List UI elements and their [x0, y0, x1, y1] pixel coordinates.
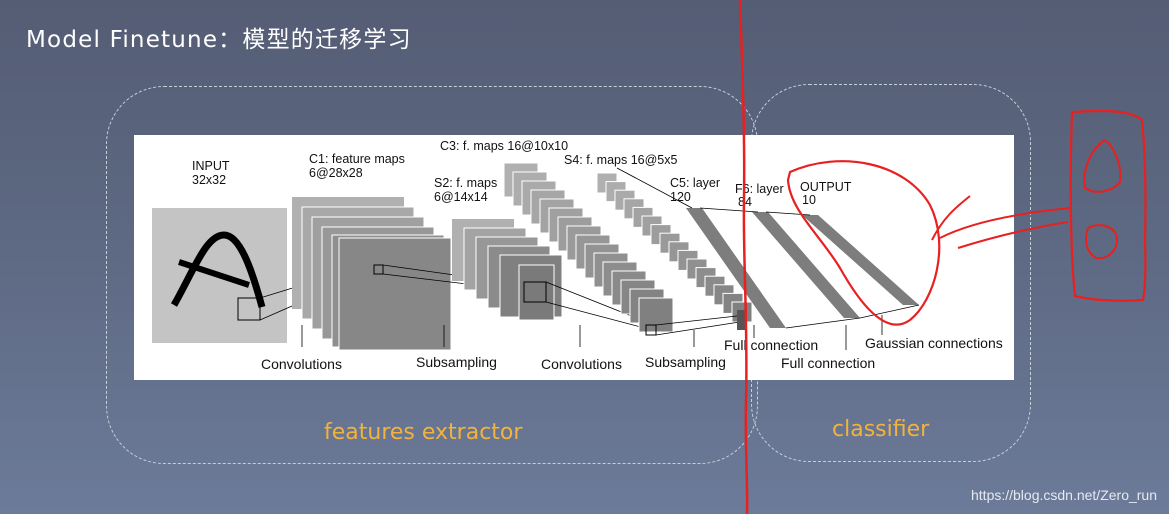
lenet-diagram: INPUT 32x32 C1: feature maps 6@28x28 S2:… [134, 135, 1014, 380]
output-label: OUTPUT [800, 180, 852, 194]
c5-size: 120 [670, 190, 691, 204]
caption-gaussian-connections: Gaussian connections [865, 335, 1003, 351]
classifier-label: classifier [832, 417, 930, 442]
c1-label: C1: feature maps [309, 152, 405, 166]
watermark-url: https://blog.csdn.net/Zero_run [971, 487, 1157, 503]
red-sketch-lower-mark [1085, 224, 1119, 260]
c3-label: C3: f. maps 16@10x10 [440, 139, 568, 153]
sub2-ray-1 [655, 314, 747, 326]
input-glyph-bar [178, 259, 250, 288]
s2-size: 6@14x14 [434, 190, 488, 204]
c5-f6-link-bottom [785, 317, 861, 329]
features-extractor-label: features extractor [324, 420, 523, 445]
caption-convolutions-2: Convolutions [541, 356, 622, 372]
red-sketch-upper-mark [1083, 138, 1122, 193]
s2-label: S2: f. maps [434, 176, 497, 190]
output-size: 10 [802, 193, 816, 207]
conv2-ray-2 [545, 301, 653, 331]
s4-label: S4: f. maps 16@5x5 [564, 153, 677, 167]
caption-full-connection-2: Full connection [781, 355, 875, 371]
c1-size: 6@28x28 [309, 166, 363, 180]
caption-subsampling-1: Subsampling [416, 354, 497, 370]
f6-out-link-bottom [859, 304, 920, 319]
slide-title: Model Finetune：模型的迁移学习 [26, 27, 412, 53]
f6-layer [752, 212, 860, 318]
c3-stack [503, 162, 674, 333]
lenet-svg: INPUT 32x32 C1: feature maps 6@28x28 S2:… [152, 139, 1003, 372]
s2-window [523, 281, 547, 303]
c1-window [373, 264, 384, 275]
input-size: 32x32 [192, 173, 226, 187]
c5-label: C5: layer [670, 176, 720, 190]
f6-size: 84 [738, 195, 752, 209]
f6-label: F6: layer [735, 182, 784, 196]
s4-to-c5-unit [737, 310, 747, 330]
c1-map-6 [338, 237, 452, 351]
f6-out-link-top [765, 211, 811, 216]
input-glyph-a [170, 231, 266, 308]
red-sketch-outline [1069, 109, 1147, 302]
s4-c5-link-top [616, 167, 693, 209]
output-layer [802, 215, 919, 305]
caption-convolutions-1: Convolutions [261, 356, 342, 372]
sub2-ray-2 [655, 320, 747, 336]
s2-map-6 [518, 264, 555, 321]
input-label: INPUT [192, 159, 230, 173]
input-receptive-field [237, 297, 261, 321]
caption-subsampling-2: Subsampling [645, 354, 726, 370]
caption-full-connection-1: Full connection [724, 337, 818, 353]
c3-window [645, 324, 657, 336]
c5-layer [686, 208, 786, 328]
